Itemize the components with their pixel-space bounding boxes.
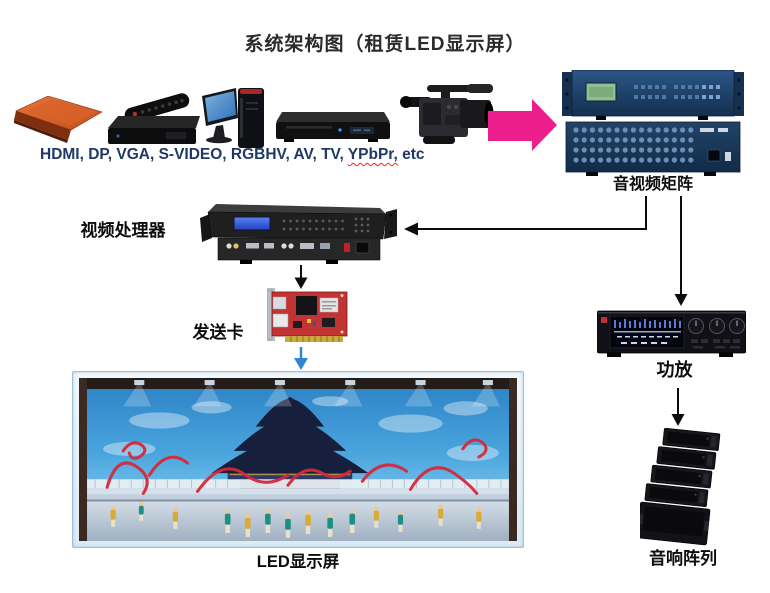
sending-card-label: 发送卡 xyxy=(192,323,244,342)
desktop-pc-icon xyxy=(202,84,268,154)
speaker-array-icon xyxy=(636,427,725,548)
dvd-player-icon xyxy=(272,106,390,146)
arrow-matrix-to-processor xyxy=(417,196,647,230)
diagram-title: 系统架构图（租赁LED显示屏） xyxy=(244,34,526,55)
led-screen-image xyxy=(72,371,524,548)
laptop-icon xyxy=(14,95,108,150)
arrowhead-matrix-to-processor xyxy=(404,222,418,236)
interface-ypbpr-misspelling: YPbPr, xyxy=(347,146,398,163)
interface-list-suffix: etc xyxy=(397,146,425,163)
amplifier-label: 功放 xyxy=(656,360,693,380)
flow-arrow-sources-to-matrix xyxy=(488,99,557,151)
interface-list-prefix: HDMI, DP, VGA, S-VIDEO, RGBHV, AV, TV, xyxy=(40,146,348,163)
video-camera-icon xyxy=(397,83,494,151)
video-processor-icon xyxy=(198,202,398,264)
speaker-array-label: 音响阵列 xyxy=(649,549,717,568)
sending-card-icon xyxy=(266,288,353,346)
arrowhead-amplifier-to-speakers xyxy=(671,414,685,426)
video-processor-label: 视频处理器 xyxy=(80,221,166,240)
interface-list-text: HDMI, DP, VGA, S-VIDEO, RGBHV, AV, TV, Y… xyxy=(40,146,500,164)
arrowhead-matrix-to-amplifier xyxy=(674,294,688,306)
matrix-label: 音视频矩阵 xyxy=(612,176,693,193)
arrowhead-sending-card-to-led xyxy=(294,358,308,370)
led-screen-label: LED显示屏 xyxy=(256,553,340,571)
set-top-box-icon xyxy=(106,86,204,148)
av-matrix-icon xyxy=(562,69,744,176)
amplifier-icon xyxy=(596,309,747,359)
